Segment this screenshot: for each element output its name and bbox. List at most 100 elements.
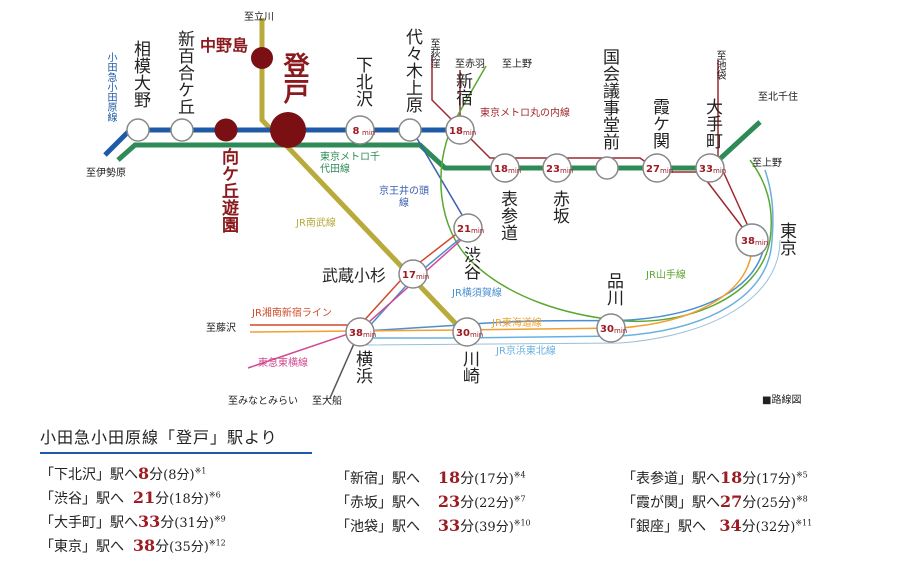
station-akasaka-marker [542, 153, 572, 183]
line-label-tokaido: JR東海道線 [492, 318, 542, 329]
station-shimokitazawa-marker [345, 115, 375, 145]
unit-tokyo: min [755, 239, 768, 247]
line-label-keihin: JR京浜東北線 [496, 346, 556, 357]
dir-isehara: 至伊勢原 [86, 168, 126, 179]
label-shinyurigaoka: 新百合ケ丘 [174, 30, 194, 115]
unit-kawasaki: min [470, 331, 483, 339]
label-sagami-ono: 相模大野 [130, 40, 150, 108]
label-shibuya: 渋谷 [460, 246, 480, 280]
station-kasumigaseki-marker [642, 153, 672, 183]
station-sagami-ono-marker [126, 118, 150, 142]
route-map: 8 18 18 23 27 33 38 21 17 38 30 30 min m… [103, 18, 781, 399]
dir-ogikubo: 至荻窪 [428, 38, 439, 68]
line-label-inokashira: 京王井の頭線 [379, 186, 429, 209]
shonan-shinjuku-line [250, 224, 469, 326]
min-yokohama: 38 [349, 328, 363, 339]
line-label-nambu: JR南武線 [296, 218, 336, 229]
station-musashi-kosugi-marker [398, 259, 428, 289]
label-omotesando: 表参道 [497, 190, 517, 241]
line-label-chiyoda: 東京メトロ千代田線 [320, 152, 380, 175]
label-nakanoshima: 中野島 [200, 36, 249, 55]
unit-yokohama: min [363, 331, 376, 339]
min-musashi-kosugi: 17 [402, 270, 416, 281]
label-kokkai: 国会議事堂前 [599, 48, 619, 150]
station-shinyurigaoka-marker [170, 118, 194, 142]
unit-otemachi: min [713, 167, 726, 175]
station-yokohama-marker [345, 317, 375, 347]
footer-rule [40, 452, 312, 454]
keihin-tohoku-line [360, 169, 774, 339]
station-mukogaoka-marker [214, 118, 238, 142]
min-shinagawa: 30 [600, 324, 614, 335]
min-shinjuku: 18 [449, 126, 463, 137]
station-tokyo-marker [735, 223, 769, 257]
footer-title: 小田急小田原線「登戸」駅より [40, 428, 278, 447]
label-tokyo: 東京 [776, 222, 796, 256]
time-row: 「大手町」駅へ33分(31分)※9 [40, 512, 226, 531]
dir-ueno-right: 至上野 [752, 158, 782, 169]
station-shibuya-marker [453, 213, 483, 243]
label-yoyogi-uehara: 代々木上原 [402, 28, 422, 113]
line-label-shonan: JR湘南新宿ライン [252, 308, 332, 319]
label-yokohama: 横浜 [352, 350, 372, 384]
min-tokyo: 38 [741, 236, 755, 247]
label-kawasaki: 川崎 [459, 350, 479, 384]
line-label-odakyu: 小田急小田原線 [105, 52, 116, 122]
dir-ueno-top: 至上野 [502, 59, 532, 70]
line-label-yokosuka: JR横須賀線 [452, 288, 502, 299]
time-row: 「渋谷」駅へ 21分(18分)※6 [40, 488, 221, 507]
time-row: 「表参道」駅へ18分(17分)※5 [622, 468, 808, 487]
min-shimokitazawa: 8 [353, 126, 360, 137]
dir-minatomirai: 至みなとみらい [228, 396, 298, 407]
unit-musashi-kosugi: min [416, 273, 429, 281]
min-kasumigaseki: 27 [646, 164, 660, 175]
yokosuka-line [363, 231, 766, 332]
travel-times: 小田急小田原線「登戸」駅より 「下北沢」駅へ8分(8分)※1 「渋谷」駅へ 21… [40, 424, 880, 555]
label-kasumigaseki: 霞ケ関 [649, 98, 669, 149]
dir-ikebukuro: 至池袋 [714, 50, 725, 80]
station-noborito-marker [270, 112, 306, 148]
unit-akasaka: min [560, 167, 573, 175]
dir-akabane: 至赤羽 [455, 59, 485, 70]
label-musashi-kosugi: 武蔵小杉 [322, 266, 387, 285]
label-shinjuku: 新宿 [452, 72, 472, 106]
time-row: 「下北沢」駅へ8分(8分)※1 [40, 464, 207, 483]
line-label-marunouchi: 東京メトロ丸の内線 [480, 108, 570, 119]
label-mukogaoka-yuen: 向ケ丘遊園 [218, 148, 238, 233]
dir-kita-senju: 至北千住 [758, 92, 798, 103]
time-row: 「霞が関」駅へ27分(25分)※8 [622, 492, 808, 511]
legend: ■路線図 [762, 391, 801, 406]
line-label-toyoko: 東急東横線 [258, 358, 308, 369]
label-shinagawa: 品川 [603, 272, 623, 306]
unit-omotesando: min [508, 167, 521, 175]
time-row: 「新宿」駅へ 18分(17分)※4 [336, 468, 526, 487]
unit-kasumigaseki: min [660, 167, 673, 175]
station-nakanoshima-marker [251, 47, 273, 69]
unit-shimokitazawa: min [362, 129, 375, 137]
label-shimokitazawa: 下北沢 [352, 56, 372, 107]
unit-shibuya: min [471, 227, 484, 235]
min-omotesando: 18 [494, 164, 508, 175]
label-akasaka: 赤坂 [549, 190, 569, 224]
dir-fujisawa: 至藤沢 [206, 323, 236, 334]
label-noborito: 登戸 [279, 52, 309, 104]
inokashira-line [411, 129, 469, 226]
time-row: 「赤坂」駅へ 23分(22分)※7 [336, 492, 526, 511]
legend-label: ■路線図 [762, 395, 802, 406]
unit-shinjuku: min [463, 129, 476, 137]
dir-ofuna: 至大船 [312, 396, 342, 407]
station-shinjuku-marker [445, 115, 475, 145]
station-otemachi-marker [695, 153, 725, 183]
min-otemachi: 33 [699, 164, 713, 175]
line-label-yamanote: JR山手線 [646, 270, 686, 281]
min-kawasaki: 30 [456, 328, 470, 339]
min-shibuya: 21 [457, 224, 471, 235]
time-row: 「銀座」駅へ 34分(32分)※11 [622, 516, 813, 535]
station-kawasaki-marker [452, 317, 482, 347]
time-row: 「東京」駅へ 38分(35分)※12 [40, 536, 226, 555]
dir-tachikawa: 至立川 [244, 12, 274, 23]
min-akasaka: 23 [546, 164, 560, 175]
time-row: 「池袋」駅へ 33分(39分)※10 [336, 516, 531, 535]
station-shinagawa-marker [596, 313, 626, 343]
station-omotesando-marker [490, 153, 520, 183]
